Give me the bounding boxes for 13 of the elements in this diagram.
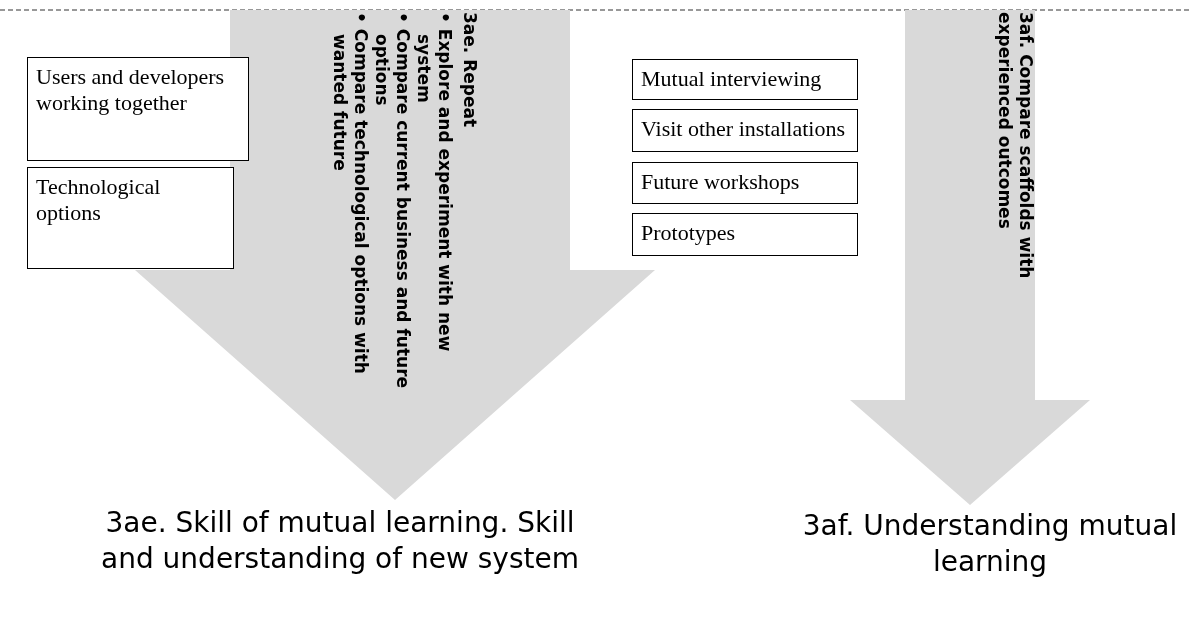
outcome-caption: 3af. Understanding mutual learning bbox=[801, 508, 1179, 580]
technique-box: Future workshops bbox=[632, 162, 858, 204]
technique-box: Users and developers working together bbox=[27, 57, 249, 161]
technique-box: Visit other installations bbox=[632, 109, 858, 152]
technique-box: Technological options bbox=[27, 167, 234, 269]
bullet-item: • Explore and experiment with new system bbox=[413, 12, 455, 354]
outcome-caption: 3ae. Skill of mutual learning. Skill and understanding of new system bbox=[100, 505, 580, 577]
technique-box: Mutual interviewing bbox=[632, 59, 858, 100]
step-heading: 3af. Compare scaffolds with experienced outcomes bbox=[994, 12, 1036, 281]
bullet-item: • Compare technological options with wanted future bbox=[329, 12, 371, 376]
bullet-item: • Compare current business and future options bbox=[371, 12, 413, 391]
technique-box: Prototypes bbox=[632, 213, 858, 256]
step-heading: 3ae. Repeat bbox=[459, 12, 480, 130]
